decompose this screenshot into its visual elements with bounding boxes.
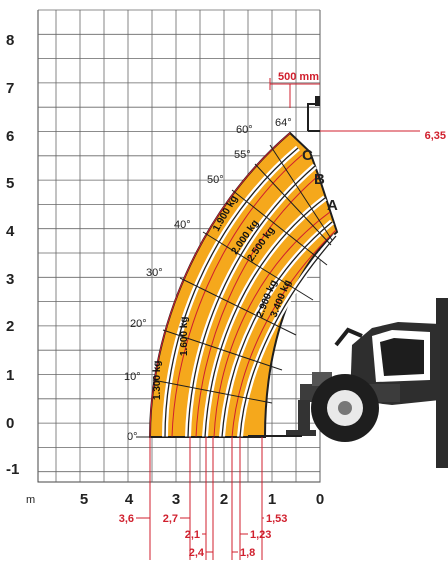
- angle-ray: [152, 379, 273, 404]
- radius-arc: [213, 211, 331, 438]
- x-tick-label: 1: [268, 491, 276, 508]
- dimension-label: 500 mm: [278, 71, 319, 83]
- boom-position-label: C: [302, 147, 313, 164]
- outreach-label: 2,4: [189, 547, 205, 559]
- angle-ray: [162, 329, 283, 371]
- y-tick-label: 7: [6, 80, 14, 97]
- y-tick-label: 5: [6, 175, 14, 192]
- radius-arc: [195, 175, 319, 438]
- outreach-label: 1,53: [266, 513, 287, 525]
- zone-border: [164, 147, 299, 438]
- outreach-label: 3,6: [119, 513, 134, 525]
- zone-border: [187, 165, 316, 438]
- zone-border: [204, 197, 326, 438]
- max-height-label: 6,35: [425, 130, 446, 142]
- zone-capacity-label: 1.300 kg: [152, 361, 163, 400]
- x-tick-label: 3: [172, 491, 180, 508]
- angle-label: 20°: [130, 318, 147, 330]
- y-tick-label: 4: [6, 223, 15, 240]
- load-zones: [148, 131, 339, 438]
- angle-label: 30°: [146, 267, 163, 279]
- angle-ray: [269, 144, 333, 241]
- zone-border: [239, 235, 337, 438]
- radius-arc: [171, 154, 303, 438]
- telehandler-icon: [248, 298, 448, 468]
- angle-label: 10°: [124, 371, 141, 383]
- angle-label: 40°: [174, 219, 191, 231]
- x-unit-label: m: [26, 494, 35, 506]
- y-tick-label: 8: [6, 32, 14, 49]
- angle-ray: [254, 163, 332, 246]
- fork-icon: [307, 96, 320, 132]
- zone-capacity-label: 1.600 kg: [179, 317, 190, 356]
- outreach-label: 1,8: [240, 547, 255, 559]
- outreach-label: 2,7: [163, 513, 178, 525]
- angle-ray: [231, 189, 328, 266]
- x-tick-label: 5: [80, 491, 88, 508]
- y-tick-label: 0: [6, 415, 14, 432]
- y-tick-label: -1: [6, 461, 19, 478]
- x-tick-label: 4: [125, 491, 134, 508]
- y-tick-label: 3: [6, 271, 14, 288]
- angle-label: 50°: [207, 174, 224, 186]
- x-tick-label: 0: [316, 491, 324, 508]
- angle-label: 64°: [275, 117, 292, 129]
- outreach-label: 1,23: [250, 529, 271, 541]
- angle-label: 0°: [127, 431, 138, 443]
- zone-border: [221, 221, 333, 438]
- x-tick-label: 2: [220, 491, 228, 508]
- angle-label: 55°: [234, 149, 251, 161]
- angle-label: 60°: [236, 124, 253, 136]
- y-tick-label: 6: [6, 128, 14, 145]
- outreach-label: 2,1: [185, 529, 200, 541]
- angle-ray: [202, 231, 314, 301]
- radius-curves: [136, 78, 420, 560]
- angle-ray: [179, 277, 297, 336]
- boom-position-label: A: [327, 197, 338, 214]
- y-tick-label: 2: [6, 318, 14, 335]
- boom-position-label: B: [314, 171, 325, 188]
- y-tick-label: 1: [6, 367, 14, 384]
